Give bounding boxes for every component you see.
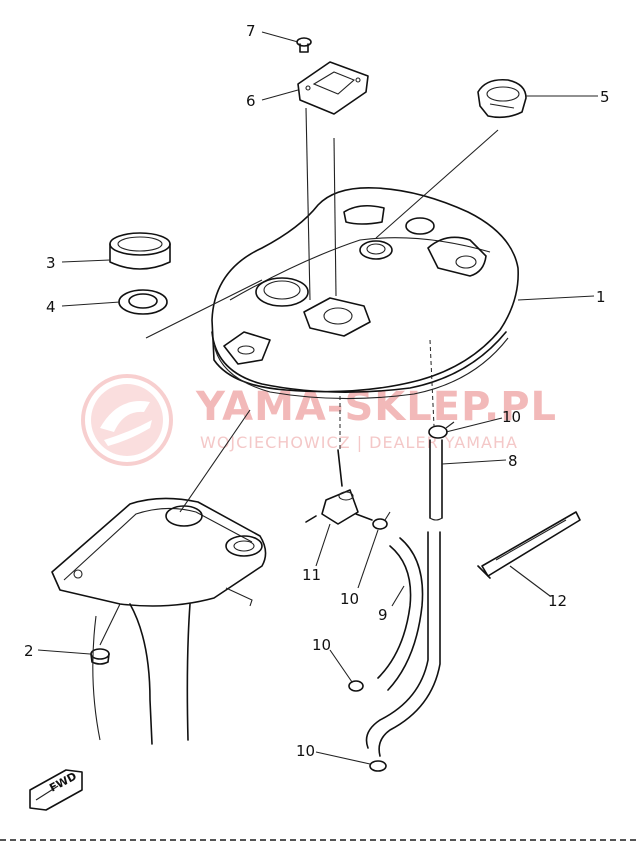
callouts: 1 2 3 4 5 6 7 8 9 10 10 10 10 bbox=[24, 22, 610, 765]
part-clip-lower-a bbox=[348, 680, 364, 692]
part-cover-plate bbox=[297, 61, 369, 115]
fwd-label: FWD bbox=[47, 770, 79, 795]
part-gasket-ring bbox=[118, 289, 168, 315]
callout-6: 6 bbox=[246, 92, 256, 110]
part-vent-hose bbox=[429, 439, 443, 521]
part-grommet bbox=[90, 648, 110, 665]
callout-12: 12 bbox=[548, 592, 567, 610]
part-fuel-hose bbox=[365, 531, 441, 757]
part-fuel-cock bbox=[305, 449, 373, 525]
callout-1: 1 bbox=[596, 288, 606, 306]
fwd-direction-marker: FWD bbox=[29, 769, 83, 811]
callout-11: 11 bbox=[302, 566, 321, 584]
part-fuel-cap bbox=[477, 78, 527, 119]
callout-4: 4 bbox=[46, 298, 56, 316]
callout-3: 3 bbox=[46, 254, 56, 272]
callout-10-lower-a: 10 bbox=[312, 636, 331, 654]
callout-2: 2 bbox=[24, 642, 34, 660]
callout-8: 8 bbox=[508, 452, 518, 470]
part-frame bbox=[51, 497, 267, 745]
callout-9: 9 bbox=[378, 606, 388, 624]
part-strap bbox=[477, 511, 581, 579]
part-screw bbox=[296, 37, 312, 53]
callout-5: 5 bbox=[600, 88, 610, 106]
watermark-logo-icon bbox=[81, 374, 173, 466]
watermark-subtitle: WOJCIECHOWICZ | DEALER YAMAHA bbox=[200, 433, 518, 452]
watermark: YAMA-SKLEP.PL WOJCIECHOWICZ | DEALER YAM… bbox=[81, 374, 556, 466]
callout-10-lower-b: 10 bbox=[296, 742, 315, 760]
part-cap bbox=[109, 232, 171, 270]
assembly-lines bbox=[99, 107, 499, 646]
part-clip-middle bbox=[372, 511, 391, 530]
part-clip-lower-b bbox=[369, 760, 387, 772]
callout-10-upper: 10 bbox=[502, 408, 521, 426]
callout-10-middle: 10 bbox=[340, 590, 359, 608]
part-fuel-tank bbox=[211, 187, 519, 400]
callout-7: 7 bbox=[246, 22, 256, 40]
